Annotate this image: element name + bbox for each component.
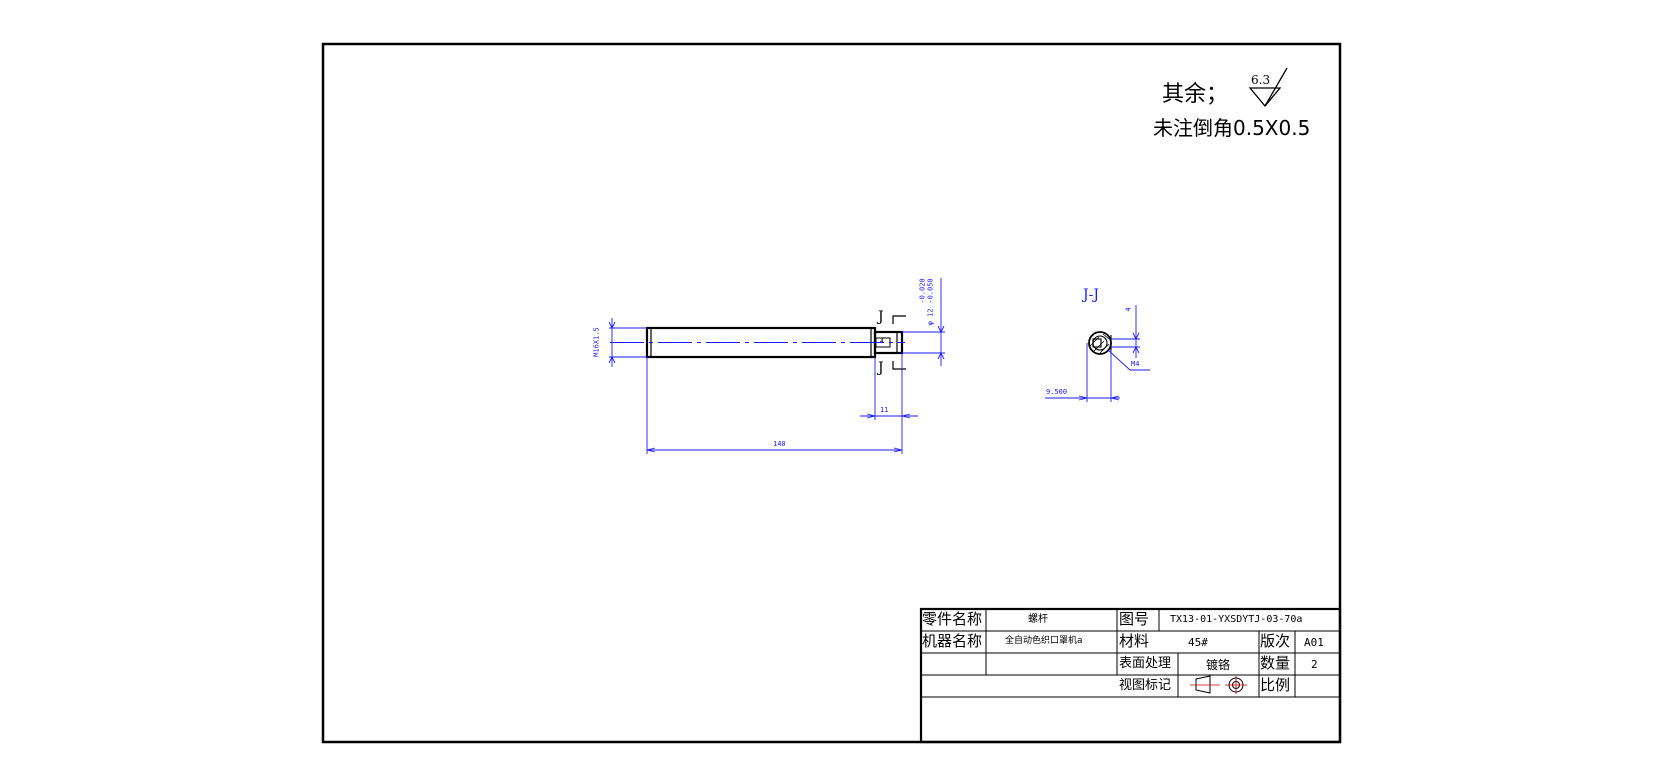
- part-name-value: 螺杆: [1028, 614, 1048, 625]
- version-label: 版次: [1260, 632, 1291, 650]
- section-view-title: J-J: [1083, 287, 1099, 303]
- title-block-grid: [919, 607, 1342, 744]
- quantity-label: 数量: [1260, 654, 1291, 672]
- remaining-roughness-label: 其余；: [1162, 82, 1229, 107]
- drawing-border: [321, 42, 1342, 744]
- part-name-label: 零件名称: [922, 610, 983, 628]
- surface-value: 镀铬: [1206, 658, 1231, 672]
- diameter-dim-label: φ 12: [926, 308, 935, 326]
- quantity-value: 2: [1311, 658, 1318, 671]
- projection-symbol: [1190, 675, 1247, 694]
- surface-label: 表面处理: [1119, 656, 1172, 671]
- drawing-no-value: TX13-01-YXSDYTJ-03-70a: [1170, 614, 1303, 625]
- drawing-no-label: 图号: [1119, 610, 1150, 628]
- chamfer-note: 未注倒角0.5X0.5: [1153, 116, 1311, 140]
- tolerance-lower-label: -0.050: [926, 278, 935, 304]
- length-dim-label: 140: [773, 440, 786, 448]
- scale-label: 比例: [1260, 676, 1291, 694]
- step-length-dim-label: 11: [880, 406, 889, 414]
- material-value: 45#: [1188, 636, 1208, 649]
- section-view-dimensions: [1045, 305, 1150, 402]
- section-letter-top: J: [878, 309, 884, 325]
- section-chamfer-dim-label: M4: [1131, 360, 1140, 368]
- roughness-value: 6.3: [1251, 73, 1271, 87]
- section-view-geometry: [1088, 331, 1112, 355]
- section-letter-bottom: J: [878, 360, 884, 376]
- view-mark-label: 视图标记: [1119, 678, 1172, 693]
- front-view-dimensions: [608, 278, 945, 454]
- machine-name-label: 机器名称: [922, 632, 983, 650]
- section-slot-dim-label: 4: [1124, 307, 1133, 312]
- roughness-symbol: [1248, 67, 1288, 108]
- version-value: A01: [1304, 636, 1324, 649]
- tolerance-upper-label: -0.020: [918, 278, 927, 304]
- flat-dim-label: 4: [880, 338, 884, 345]
- thread-dim-label: M16X1.5: [592, 327, 601, 357]
- section-hatch: [1089, 331, 1110, 354]
- machine-name-value: 全自动色织口罩机a: [1005, 636, 1083, 646]
- section-width-dim-label: 9.500: [1046, 388, 1068, 396]
- material-label: 材料: [1119, 632, 1150, 650]
